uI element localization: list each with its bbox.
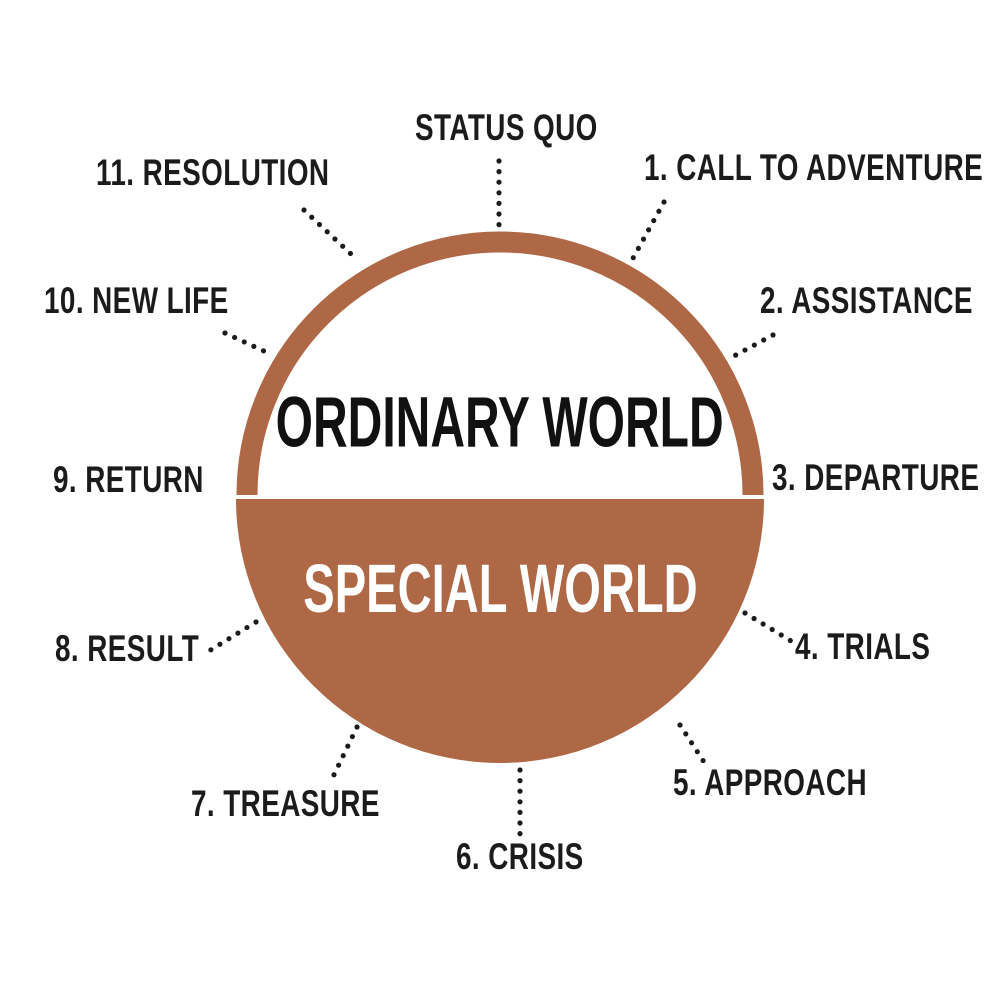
connector-trials <box>742 610 799 647</box>
ordinary-world-title-text: ORDINARY WORLD <box>276 381 724 463</box>
stage-label-approach: 5. APPROACH <box>673 762 868 804</box>
stage-label-call-to-adventure: 1. CALL TO ADVENTURE <box>644 147 984 189</box>
connector-resolution <box>301 207 354 257</box>
stage-label-return: 9. RETURN <box>53 459 204 501</box>
stage-label-crisis: 6. CRISIS <box>456 836 584 878</box>
stage-label-treasure: 7. TREASURE <box>191 783 380 825</box>
connector-new-life <box>222 330 269 355</box>
connector-lines <box>206 158 799 841</box>
stage-label-assistance: 2. ASSISTANCE <box>760 280 973 322</box>
stage-label-result: 8. RESULT <box>55 628 200 670</box>
connector-approach <box>677 722 707 765</box>
stage-label-resolution: 11. RESOLUTION <box>96 152 330 194</box>
stage-label-departure: 3. DEPARTURE <box>772 457 980 499</box>
connector-result <box>206 619 259 654</box>
ordinary-world-title: ORDINARY WORLD <box>0 386 1000 458</box>
ordinary-world-ring <box>236 231 764 496</box>
stage-label-new-life: 10. NEW LIFE <box>44 280 229 322</box>
special-world-half <box>236 499 764 763</box>
connector-call-to-adventure <box>629 199 667 263</box>
connector-treasure <box>328 724 360 784</box>
special-world-title: SPECIAL WORLD <box>0 555 1000 623</box>
stage-label-trials: 4. TRIALS <box>795 626 931 668</box>
connector-assistance <box>731 332 776 359</box>
stage-label-status-quo: STATUS QUO <box>415 107 598 149</box>
special-world-title-text: SPECIAL WORLD <box>302 551 698 628</box>
